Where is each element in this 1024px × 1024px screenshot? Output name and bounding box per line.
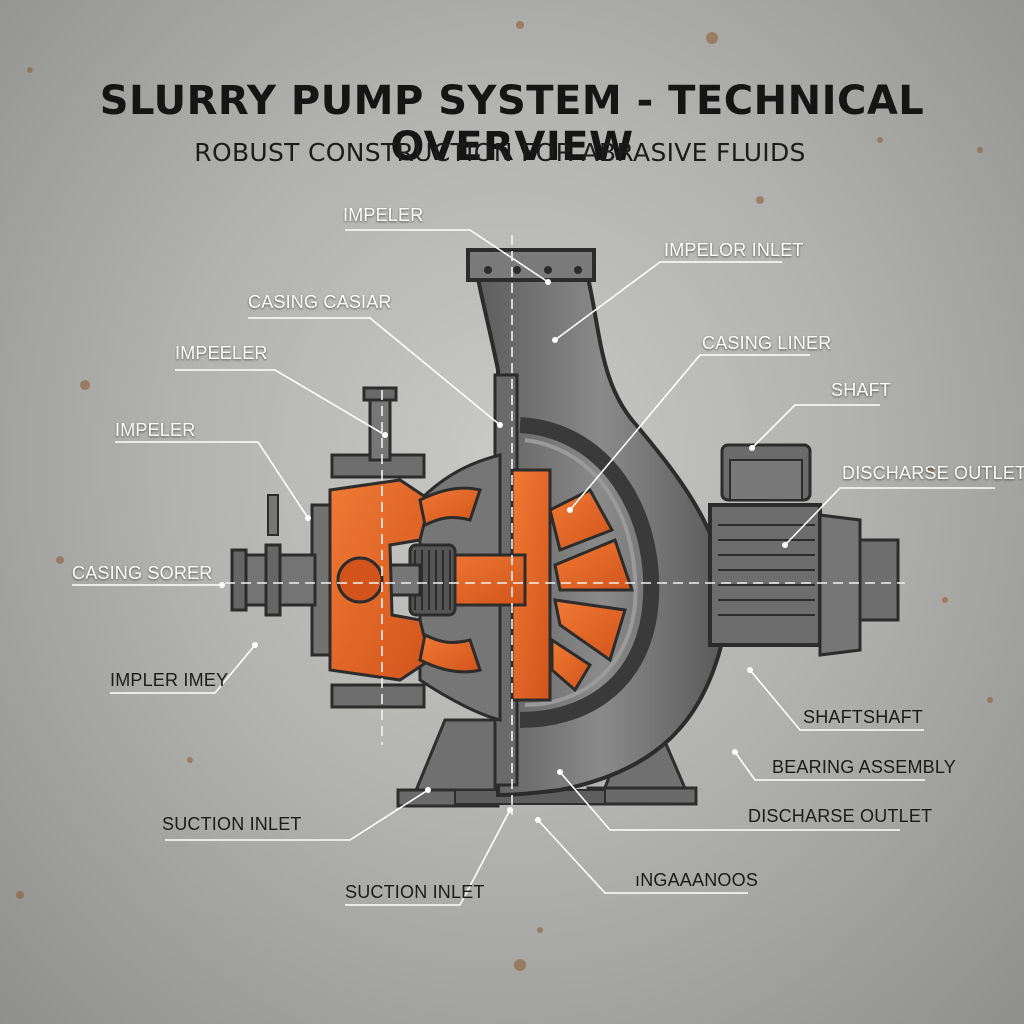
- label-impelor-inlet: IMPELOR INLET: [664, 240, 804, 260]
- label-ingaaanoos: ıNGAAANOOS: [635, 870, 759, 890]
- centre-lines: [225, 235, 905, 815]
- label-shaft: SHAFT: [831, 380, 892, 400]
- label-casing-sorer: CASING SORER: [72, 563, 213, 583]
- suction-housing: [230, 386, 482, 709]
- label-suction-inlet-left: SUCTION INLET: [162, 814, 302, 834]
- label-suction-inlet-bottom: SUCTION INLET: [345, 882, 485, 902]
- leader-lines: [72, 229, 995, 906]
- drive-motor: [708, 443, 900, 657]
- label-impler-imey: IMPLER IMEY: [110, 670, 229, 690]
- label-impeeler: IMPEELER: [175, 343, 268, 363]
- diagram-title: SLURRY PUMP SYSTEM - TECHNICAL OVERVIEW: [99, 78, 925, 170]
- label-bearing-assembly: BEARING ASSEMBLY: [772, 757, 956, 777]
- label-discharse-outlet-bottom: DISCHARSE OUTLET: [748, 806, 933, 826]
- label-casing-casiar: CASING CASIAR: [248, 292, 392, 312]
- label-discharse-outlet-right: DISCHARSE OUTLET: [842, 463, 1024, 483]
- label-casing-liner: CASING LINER: [702, 333, 832, 353]
- rust-spots: [16, 21, 993, 971]
- label-impeler-left: IMPELER: [115, 420, 196, 440]
- label-shaftshaft: SHAFTSHAFT: [803, 707, 924, 727]
- leader-dots: [219, 279, 788, 823]
- diagram-subtitle: ROBUST CONSTRUCTION FOR ABRASIVE FLUIDS: [194, 138, 806, 167]
- label-impeler-top: IMPELER: [343, 205, 424, 225]
- shaft-assembly: [388, 543, 527, 617]
